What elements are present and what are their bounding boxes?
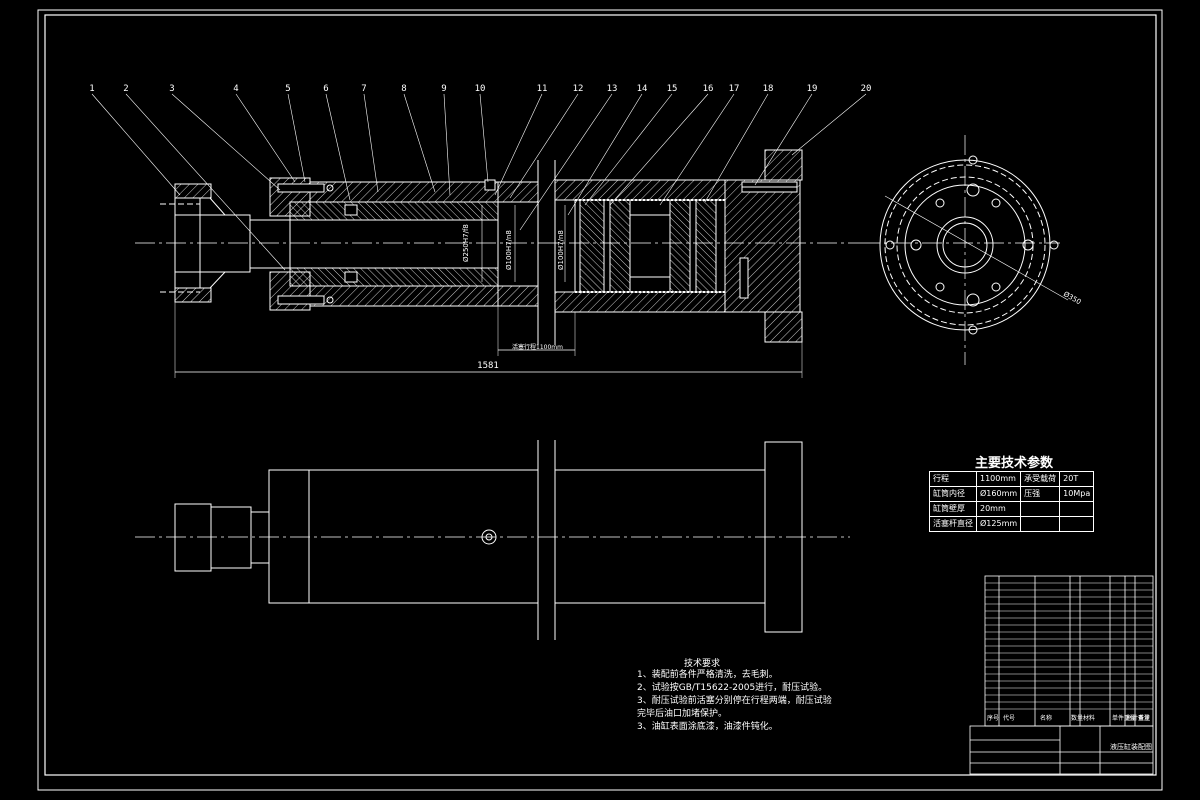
balloon-10: 10: [474, 84, 486, 94]
params-cell: [1020, 516, 1061, 532]
bom-header-cell: 代号: [1003, 715, 1016, 722]
fit-dim-1: Ø250H7/f8: [462, 224, 470, 262]
balloon-2: 2: [123, 84, 129, 94]
balloon-4: 4: [233, 84, 239, 94]
bom-header-cell: 数量: [1071, 715, 1084, 722]
balloon-20: 20: [860, 84, 872, 94]
drawing-name: 液压缸装配图: [1110, 743, 1152, 751]
section-view: [91, 93, 1060, 378]
stroke-dim: 活塞行程1100mm: [512, 344, 563, 351]
params-cell: 10Mpa: [1059, 486, 1095, 502]
params-cell: Ø125mm: [975, 516, 1022, 532]
balloon-15: 15: [666, 84, 678, 94]
fit-dim-2: Ø100H7/n8: [505, 230, 513, 270]
bom-header-cell: 备注: [1138, 715, 1151, 722]
balloon-12: 12: [572, 84, 584, 94]
balloon-11: 11: [536, 84, 548, 94]
title-block: [969, 575, 1154, 775]
tech-line: 3、油缸表面涂底漆，油漆件钝化。: [637, 722, 778, 732]
params-cell: 1100mm: [975, 471, 1022, 487]
balloon-19: 19: [806, 84, 818, 94]
tech-line: 2、试验按GB/T15622-2005进行，耐压试验。: [637, 683, 828, 693]
balloon-9: 9: [441, 84, 447, 94]
bom-header-cell: 单件重量: [1112, 715, 1137, 722]
params-cell: 缸筒内径: [929, 486, 977, 502]
balloon-8: 8: [401, 84, 407, 94]
tech-title: 技术要求: [684, 659, 721, 669]
params-cell: 20T: [1059, 471, 1095, 487]
balloon-16: 16: [702, 84, 714, 94]
fit-dim-3: Ø100H7/n8: [557, 230, 565, 270]
params-cell: 承受载荷: [1020, 471, 1061, 487]
tech-line: 3、耐压试验前活塞分别停在行程两端，耐压试验: [637, 696, 832, 706]
bom-header-cell: 材料: [1083, 715, 1096, 722]
balloon-7: 7: [361, 84, 367, 94]
tech-line: 1、装配前各件严格清洗，去毛刺。: [637, 670, 778, 680]
params-title: 主要技术参数: [975, 456, 1054, 471]
bom-header-cell: 序号: [987, 715, 1000, 722]
params-cell: 活塞杆直径: [929, 516, 977, 532]
balloon-17: 17: [728, 84, 740, 94]
params-cell: 20mm: [975, 501, 1022, 517]
sheet-border-inner: [44, 14, 1157, 776]
balloon-5: 5: [285, 84, 291, 94]
params-cell: [1059, 501, 1095, 517]
params-cell: 压强: [1020, 486, 1061, 502]
balloon-1: 1: [89, 84, 95, 94]
bom-rows: [985, 582, 1153, 710]
balloon-18: 18: [762, 84, 774, 94]
params-cell: [1020, 501, 1061, 517]
params-cell: 缸筒壁厚: [929, 501, 977, 517]
bom-header-cell: 名称: [1040, 715, 1053, 722]
params-cell: Ø160mm: [975, 486, 1022, 502]
params-cell: [1059, 516, 1095, 532]
balloon-13: 13: [606, 84, 618, 94]
bom-header-cell: 总计重量: [1126, 715, 1151, 722]
end-view: [879, 135, 1069, 365]
tech-line: 完毕后油口加堵保护。: [637, 709, 728, 719]
overall-length-dim: 1581: [477, 361, 499, 371]
params-cell: 行程: [929, 471, 977, 487]
balloon-3: 3: [169, 84, 175, 94]
balloon-6: 6: [323, 84, 329, 94]
balloon-14: 14: [636, 84, 648, 94]
sheet-border-outer: [37, 9, 1163, 791]
outline-view: [135, 440, 850, 640]
